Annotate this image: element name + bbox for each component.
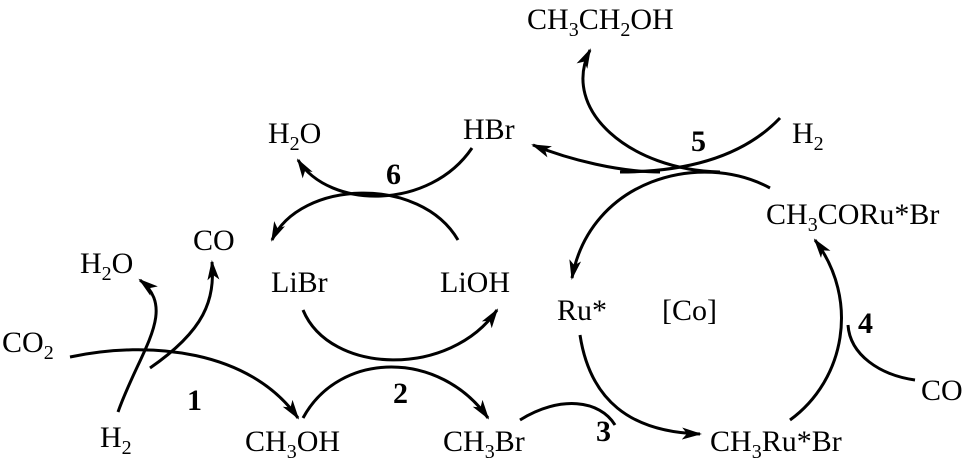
step-1-arrows bbox=[69, 260, 300, 420]
label-h2-top: H2 bbox=[792, 117, 824, 155]
arc-ru-to-methylru bbox=[578, 334, 702, 440]
step-number-3: 3 bbox=[596, 415, 611, 448]
label-co-left: CO bbox=[193, 224, 235, 257]
arc-to-ethanol bbox=[576, 48, 721, 174]
label-methanol: CH3OH bbox=[245, 425, 340, 463]
label-hbr: HBr bbox=[463, 113, 515, 146]
label-methyl-ru-bromide: CH3Ru*Br bbox=[710, 425, 842, 463]
label-co-promoter: [Co] bbox=[662, 294, 717, 327]
arc-methylbromide-join bbox=[519, 402, 617, 426]
arc-libr-to-lioh bbox=[301, 308, 499, 362]
arc-hbr-to-h2o bbox=[296, 147, 474, 198]
step-5-arrows bbox=[531, 48, 782, 174]
label-libr: LiBr bbox=[271, 266, 328, 299]
arc-methylru-to-acyl bbox=[789, 238, 843, 422]
label-co-right: CO bbox=[921, 374, 963, 407]
step-number-2: 2 bbox=[393, 377, 408, 410]
label-lioh: LiOH bbox=[440, 266, 510, 299]
arc-co2-to-methanol bbox=[69, 348, 300, 420]
label-h2o-top: H2O bbox=[268, 117, 321, 155]
arc-h2-to-co bbox=[149, 260, 220, 370]
catalytic-cycle bbox=[519, 170, 916, 440]
step-number-1: 1 bbox=[187, 384, 202, 417]
label-co2: CO2 bbox=[2, 326, 54, 364]
arc-h2-to-h2o bbox=[116, 278, 158, 413]
step-2-arrows bbox=[301, 308, 499, 420]
label-ru-catalyst: Ru* bbox=[557, 294, 607, 327]
step-number-5: 5 bbox=[691, 125, 706, 158]
step-number-4: 4 bbox=[858, 307, 873, 340]
label-acetyl-ru-bromide: CH3CORu*Br bbox=[766, 198, 939, 236]
label-h2-bottom: H2 bbox=[100, 421, 132, 459]
arc-methanol-to-methylbromide bbox=[301, 365, 490, 420]
arc-co-insertion bbox=[846, 324, 916, 382]
label-methyl-bromide: CH3Br bbox=[443, 425, 525, 463]
label-h2o-left: H2O bbox=[80, 247, 133, 285]
arc-to-hbr bbox=[531, 143, 661, 174]
step-6-arrows bbox=[270, 147, 474, 242]
step-number-6: 6 bbox=[386, 158, 401, 191]
label-ethanol: CH3CH2OH bbox=[527, 3, 674, 41]
arc-acyl-to-ru bbox=[569, 170, 771, 280]
arc-lioh-to-libr bbox=[270, 191, 460, 242]
